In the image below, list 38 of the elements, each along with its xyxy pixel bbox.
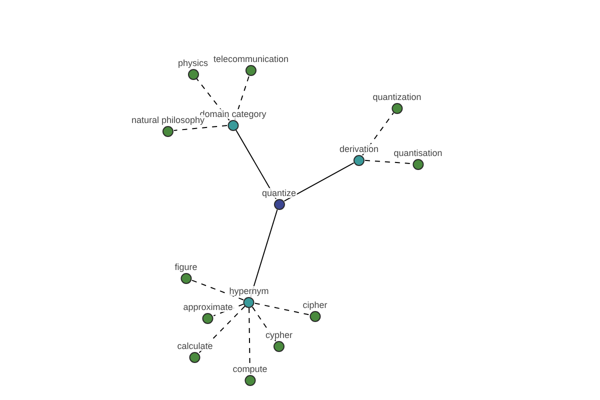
graph-node — [174, 262, 198, 284]
dashed-connector — [362, 112, 394, 156]
dashed-connector — [198, 306, 246, 354]
node-label: quantize — [260, 188, 298, 198]
graph-node — [260, 188, 298, 210]
graph-node — [372, 92, 422, 114]
dashed-connector — [173, 125, 228, 131]
graph-node — [177, 58, 209, 80]
graph-node — [176, 340, 214, 362]
dashed-connector — [254, 302, 310, 316]
graph-node — [338, 144, 380, 166]
node-label: cypher — [264, 330, 294, 340]
dashed-connector — [364, 160, 413, 164]
connector-line — [250, 209, 278, 297]
node-label: figure — [174, 262, 198, 272]
node-label: hypernym — [228, 286, 270, 296]
dashed-connector — [234, 75, 250, 120]
node-label: domain category — [198, 108, 268, 118]
connector-line — [284, 162, 354, 202]
node-label: cipher — [302, 300, 328, 310]
graph-node — [302, 300, 328, 322]
dashed-connector — [252, 306, 276, 342]
node-label: physics — [177, 58, 209, 68]
node-label: natural philosophy — [130, 114, 206, 124]
graph-node — [264, 330, 294, 352]
graph-node — [392, 148, 444, 170]
graph-node — [232, 364, 268, 386]
node-label: quantization — [372, 92, 422, 102]
dashed-connector — [196, 78, 230, 121]
dashed-connector — [191, 280, 244, 300]
node-label: quantisation — [392, 148, 444, 158]
node-label: approximate — [182, 302, 234, 312]
node-label: telecommunication — [212, 54, 290, 64]
graph-node — [182, 302, 234, 324]
node-label: calculate — [176, 340, 214, 350]
graph-node — [212, 54, 290, 76]
node-label: derivation — [338, 144, 380, 154]
node-label: compute — [232, 364, 268, 374]
